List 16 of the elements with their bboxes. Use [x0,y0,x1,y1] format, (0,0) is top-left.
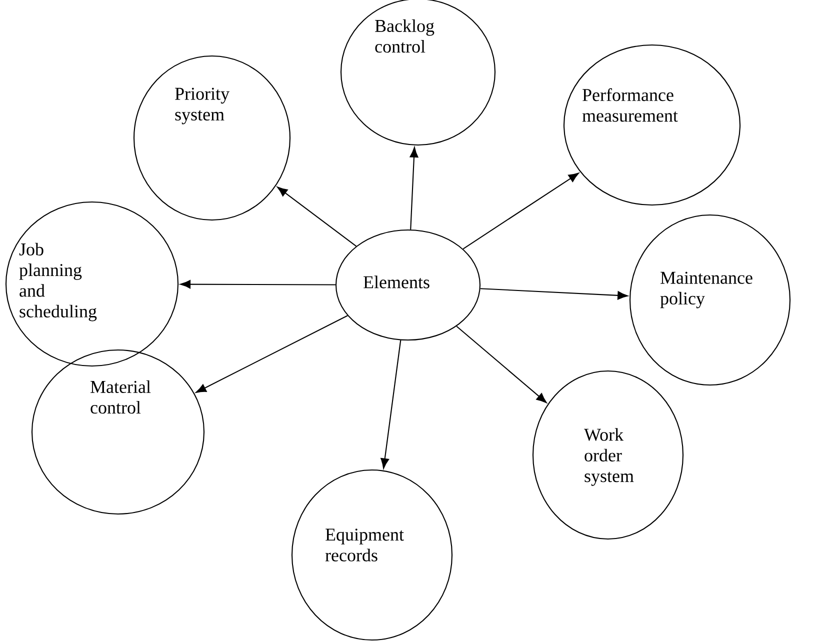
arrow [380,340,402,469]
ellipse-node: Material control [31,349,205,515]
ellipse-node: Elements [335,229,481,341]
arrow [277,186,356,247]
ellipse-node: Maintenance policy [629,214,791,386]
arrow [410,147,418,230]
arrow [456,326,547,404]
ellipse-node: Equipment records [291,469,453,641]
arrow [480,288,628,300]
arrow [180,280,336,289]
ellipse-node: Performance measurement [563,44,741,206]
ellipse-node: Priority system [133,55,291,221]
arrow [196,315,348,393]
arrow [462,172,579,250]
ellipse-node: Job planning and scheduling [5,201,179,367]
ellipse-node: Work order system [532,370,684,540]
